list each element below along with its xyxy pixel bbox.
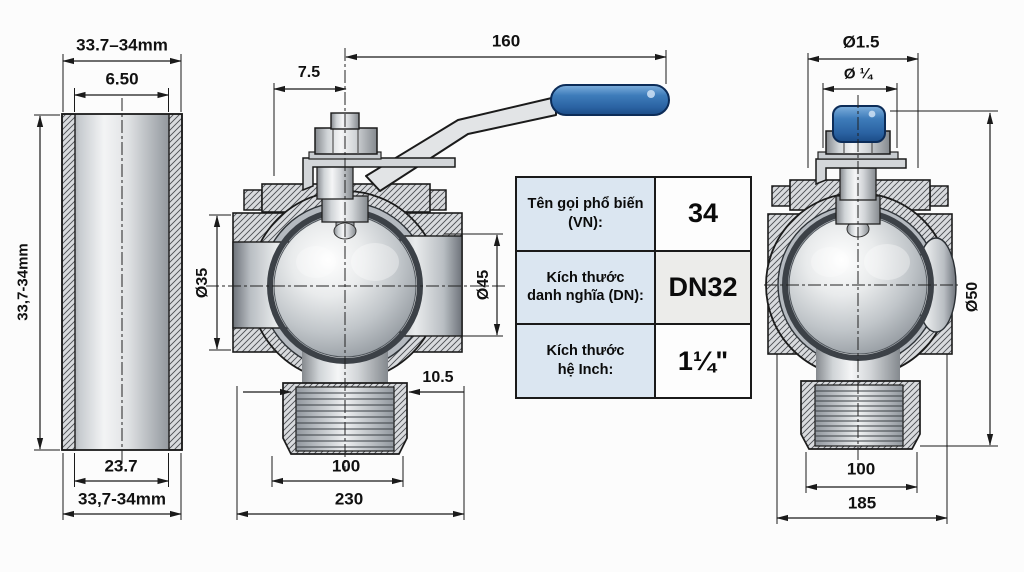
dim-pipe-inner-top: 6.50 [105, 69, 139, 89]
dim-cap-outer: Ø1.5 [842, 32, 880, 52]
spec-label-inch-size: Kích thước hệ Inch: [517, 325, 654, 397]
dim-pipe-inner-bottom: 23.7 [104, 456, 138, 476]
dim-front-overall-width: 230 [334, 489, 364, 509]
spec-value-inch-size: 1¼" [656, 325, 750, 397]
dim-side-port-width: 100 [846, 459, 876, 479]
spec-value-nominal-size: DN32 [656, 251, 750, 324]
dim-pipe-outer-bottom: 33,7-34mm [78, 489, 166, 509]
spec-label-nominal-size-line1: Kích thước [546, 269, 625, 286]
front-section-view [206, 48, 670, 520]
spec-value-common-name-text: 34 [687, 198, 719, 229]
dim-pipe-outer-top: 33.7–34mm [76, 35, 168, 55]
dim-right-bore: Ø45 [475, 269, 492, 301]
spec-label-nominal-size-line2: danh nghĩa (DN): [527, 288, 644, 305]
side-section-view [764, 53, 998, 524]
spec-label-nominal-size: Kích thước danh nghĩa (DN): [517, 251, 654, 324]
dim-side-overall-width: 185 [847, 493, 877, 513]
pipe-view [34, 54, 183, 520]
spec-label-common-name-line2: (VN): [568, 214, 603, 231]
dim-body-diameter: Ø50 [964, 281, 981, 313]
dim-thread-detail: 10.5 [422, 369, 454, 386]
spec-label-common-name: Tên gọi phổ biến (VN): [517, 178, 654, 250]
spec-value-common-name: 34 [656, 178, 750, 250]
dim-handle-length: 160 [491, 31, 521, 51]
spec-value-inch-size-text: 1¼" [677, 345, 729, 376]
spec-label-inch-size-line2: hệ Inch: [557, 362, 614, 379]
spec-label-common-name-line1: Tên gọi phổ biến [527, 195, 644, 212]
dim-cap-inner: Ø ¼ [843, 65, 873, 83]
spec-value-nominal-size-text: DN32 [668, 271, 738, 302]
dim-left-bore: Ø35 [194, 267, 211, 299]
spec-table: Tên gọi phổ biến (VN): 34 Kích thước dan… [515, 176, 752, 399]
dim-front-port-width: 100 [331, 456, 361, 476]
spec-label-inch-size-line1: Kích thước [546, 343, 625, 360]
dim-stem-offset: 7.5 [297, 64, 321, 81]
dim-pipe-height: 33,7-34mm [14, 243, 32, 321]
